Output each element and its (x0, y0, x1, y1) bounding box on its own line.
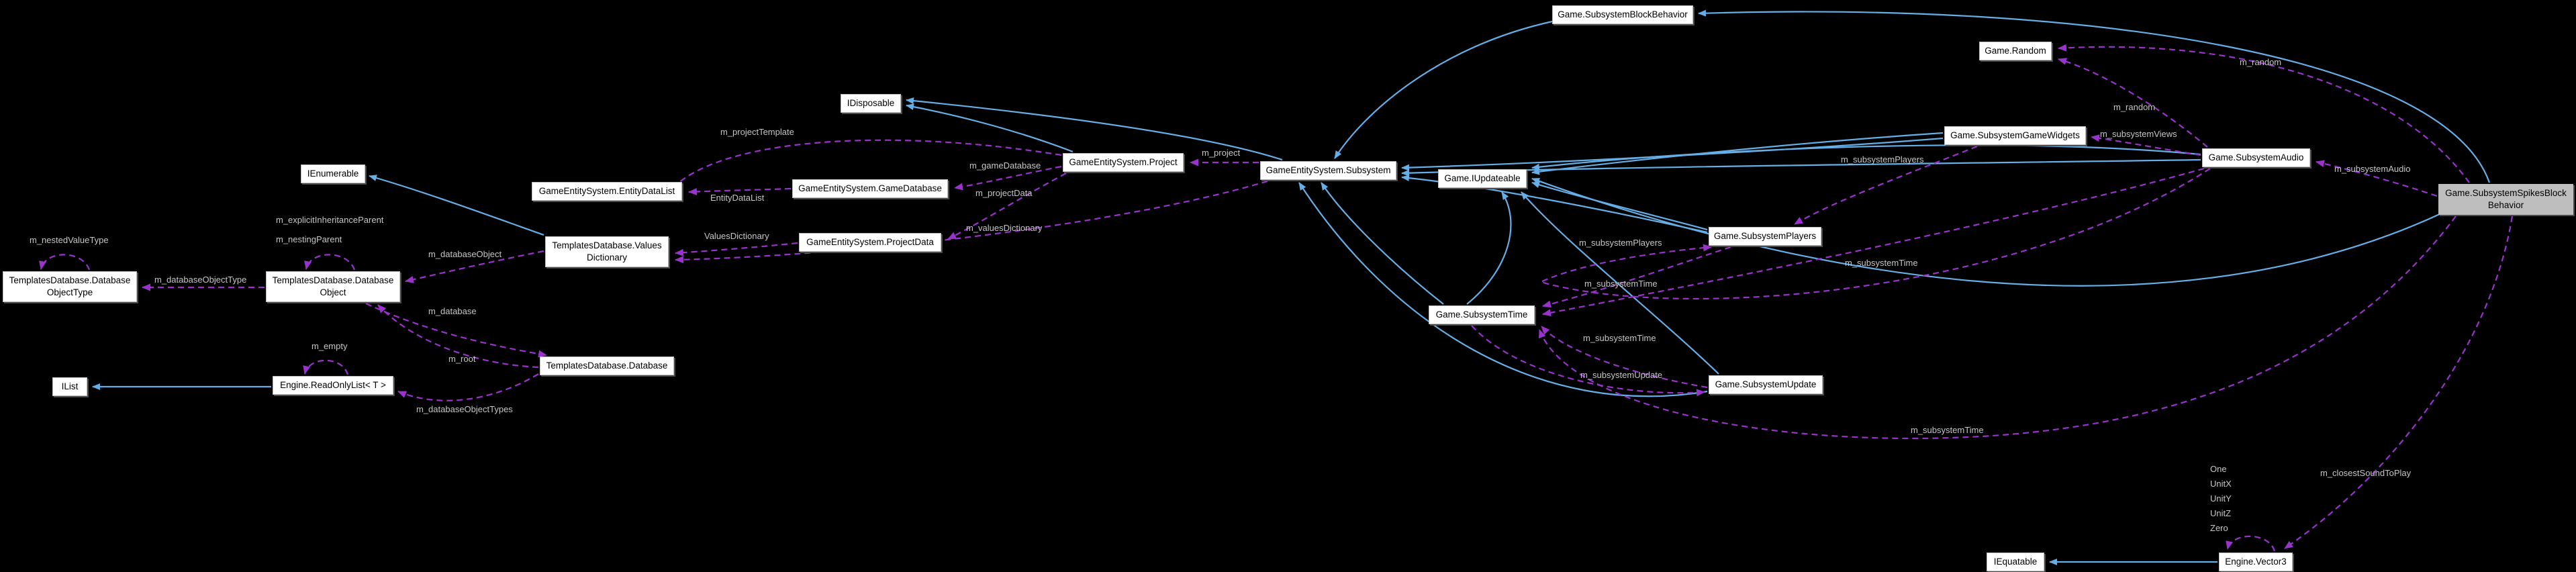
edge-usage-game-subsystem-audio-to-game-subsystem-time (1542, 167, 2205, 317)
edge-label: UnitY (2210, 493, 2232, 504)
node-game-iupdateable[interactable]: Game.IUpdateable (1438, 169, 1527, 188)
edge-label: m_gameDatabase (969, 160, 1041, 171)
edge-inheritance-game-subsystem-players-to-gameentitysystem-subsystem (1401, 175, 1708, 234)
edge-usage-templatesdatabase-valuesdictionary-to-templatesdatabase-databaseobject (405, 250, 544, 283)
edge-label: ValuesDictionary (704, 231, 769, 241)
edge-label: m_subsystemTime (1911, 425, 1984, 435)
edge-label: Zero (2210, 523, 2228, 533)
edge-label: m_random (2113, 102, 2156, 112)
node-game-subsystem-time[interactable]: Game.SubsystemTime (1429, 305, 1535, 324)
edge-usage-game-subsystem-time-to-game-subsystem-update (1471, 325, 1705, 397)
edge-usage-game-subsystem-game-widgets-to-game-subsystem-players (1794, 145, 1978, 225)
edge-usage-templatesdatabase-databaseobjecttype-to-templatesdatabase-databaseobjecttype (39, 254, 91, 271)
node-game-subsystem-spikes-block-behavior[interactable]: Game.SubsystemSpikesBlock Behavior (2438, 184, 2573, 215)
edge-usage-game-subsystem-spikes-block-behavior-to-game-random (2058, 44, 2470, 183)
edge-label: m_valuesDictionary (966, 223, 1043, 233)
edge-label: m_subsystemPlayers (1841, 154, 1924, 164)
edge-label: m_nestingParent (276, 234, 342, 244)
edge-label: m_closestSoundToPlay (2320, 468, 2412, 478)
node-engine-readonlylist[interactable]: Engine.ReadOnlyList< T > (273, 376, 393, 395)
node-game-subsystem-audio[interactable]: Game.SubsystemAudio (2202, 148, 2310, 167)
node-gameentitysystem-entitydatalist[interactable]: GameEntitySystem.EntityDataList (532, 182, 682, 201)
node-engine-vector3[interactable]: Engine.Vector3 (2219, 553, 2293, 571)
edge-label: m_databaseObjectTypes (416, 404, 513, 414)
edge-label: m_database (428, 306, 477, 316)
edge-usage-engine-readonlylist-to-engine-readonlylist (303, 359, 349, 375)
edge-label: m_databaseObjectType (154, 275, 247, 285)
edge-usage-engine-vector3-to-engine-vector3 (2226, 535, 2276, 552)
node-game-subsystem-update[interactable]: Game.SubsystemUpdate (1709, 375, 1823, 394)
node-ilist[interactable]: IList (52, 377, 87, 396)
edge-label: m_root (448, 354, 476, 364)
edge-label: EntityDataList (710, 193, 765, 203)
edge-inheritance-game-subsystem-spikes-block-behavior-to-game-subsystem-block-behavior (1698, 9, 2491, 183)
edge-inheritance-game-subsystem-update-to-game-iupdateable (1521, 191, 1719, 375)
edge-usage-templatesdatabase-database-to-engine-readonlylist (397, 373, 539, 401)
edge-label: m_subsystemTime (1584, 279, 1658, 289)
node-idisposable[interactable]: IDisposable (841, 94, 901, 113)
node-gameentitysystem-projectdata[interactable]: GameEntitySystem.ProjectData (799, 233, 941, 252)
node-game-subsystem-block-behavior[interactable]: Game.SubsystemBlockBehavior (1552, 5, 1693, 24)
edge-usage-game-subsystem-spikes-block-behavior-to-game-subsystem-audio (2316, 160, 2438, 197)
edge-usage-game-subsystem-spikes-block-behavior-to-engine-vector3 (2284, 216, 2514, 549)
edge-label: m_subsystemTime (1583, 333, 1656, 343)
edge-usage-gameentitysystem-subsystem-to-templatesdatabase-valuesdictionary (675, 180, 1268, 264)
node-game-random[interactable]: Game.Random (1979, 42, 2052, 60)
edge-usage-game-subsystem-audio-to-game-subsystem-players (1538, 168, 2211, 300)
node-gameentitysystem-project[interactable]: GameEntitySystem.Project (1063, 153, 1184, 172)
edge-label: UnitX (2210, 479, 2232, 489)
node-gameentitysystem-subsystem[interactable]: GameEntitySystem.Subsystem (1260, 161, 1396, 180)
edge-label: m_project (1202, 148, 1241, 158)
edge-usage-gameentitysystem-project-to-gameentitysystem-projectdata (947, 173, 1067, 240)
edge-usage-game-subsystem-spikes-block-behavior-to-game-subsystem-time (1538, 216, 2456, 440)
edge-usage-gameentitysystem-project-to-gameentitysystem-gamedatabase (954, 165, 1062, 191)
edge-label: m_subsystemTime (1845, 258, 1918, 268)
node-templatesdatabase-valuesdictionary[interactable]: TemplatesDatabase.Values Dictionary (545, 236, 669, 267)
edge-usage-game-subsystem-audio-to-game-random (2058, 58, 2208, 148)
edge-inheritance-gameentitysystem-subsystem-to-idisposable (906, 97, 1283, 161)
node-game-subsystem-players[interactable]: Game.SubsystemPlayers (1709, 227, 1821, 246)
edge-label: m_empty (312, 341, 348, 351)
edge-label: m_random (2240, 57, 2282, 67)
node-game-subsystem-game-widgets[interactable]: Game.SubsystemGameWidgets (1944, 126, 2086, 145)
edge-usage-gameentitysystem-projectdata-to-templatesdatabase-valuesdictionary (675, 242, 798, 256)
edge-inheritance-gameentitysystem-project-to-idisposable (906, 103, 1074, 153)
edge-inheritance-game-subsystem-time-to-gameentitysystem-subsystem (1321, 182, 1444, 305)
edge-inheritance-game-subsystem-update-to-gameentitysystem-subsystem (1298, 182, 1708, 397)
edge-inheritance-game-subsystem-audio-to-game-iupdateable (1531, 144, 2201, 171)
edge-label: m_explicitInheritanceParent (276, 215, 384, 225)
edge-label: m_nestedValueType (30, 235, 109, 245)
edge-inheritance-game-subsystem-block-behavior-to-gameentitysystem-subsystem (1334, 20, 1553, 159)
edge-label: m_subsystemPlayers (1579, 238, 1662, 248)
node-templatesdatabase-database[interactable]: TemplatesDatabase.Database (540, 356, 674, 375)
node-templatesdatabase-databaseobjecttype[interactable]: TemplatesDatabase.Database ObjectType (3, 271, 137, 302)
edge-inheritance-game-subsystem-spikes-block-behavior-to-game-iupdateable (1531, 177, 2442, 287)
edge-usage-templatesdatabase-database-to-templatesdatabase-databaseobject (377, 304, 539, 369)
edge-label: m_databaseObject (428, 249, 502, 259)
edge-label: m_subsystemUpdate (1580, 370, 1663, 380)
edge-label: m_projectData (975, 188, 1033, 198)
node-templatesdatabase-databaseobject[interactable]: TemplatesDatabase.Database Object (266, 271, 400, 302)
node-ienumerable[interactable]: IEnumerable (301, 164, 365, 183)
edge-label: UnitZ (2210, 508, 2232, 518)
edge-label: m_projectTemplate (720, 127, 794, 137)
edge-usage-game-subsystem-update-to-game-subsystem-time (1541, 326, 1708, 389)
edge-usage-templatesdatabase-databaseobject-to-templatesdatabase-databaseobject (304, 254, 356, 271)
edge-inheritance-game-subsystem-time-to-game-iupdateable (1466, 191, 1512, 305)
edge-usage-gameentitysystem-project-to-gameentitysystem-entitydatalist (664, 139, 1062, 199)
node-iequatable[interactable]: IEquatable (1987, 553, 2044, 571)
node-gameentitysystem-gamedatabase[interactable]: GameEntitySystem.GameDatabase (792, 179, 948, 198)
edge-usage-gameentitysystem-gamedatabase-to-gameentitysystem-entitydatalist (688, 187, 792, 195)
edge-label: m_subsystemViews (2100, 129, 2177, 139)
edge-usage-game-subsystem-audio-to-game-subsystem-game-widgets (2091, 134, 2201, 156)
edge-usage-templatesdatabase-databaseobject-to-templatesdatabase-database (365, 303, 547, 358)
edge-inheritance-game-subsystem-players-to-game-iupdateable (1531, 181, 1708, 231)
edge-inheritance-templatesdatabase-valuesdictionary-to-ienumerable (369, 175, 544, 236)
edge-label: One (2210, 464, 2227, 474)
edge-usage-game-subsystem-players-to-game-subsystem-time (1542, 246, 1731, 308)
edge-label: m_subsystemAudio (2334, 164, 2411, 174)
